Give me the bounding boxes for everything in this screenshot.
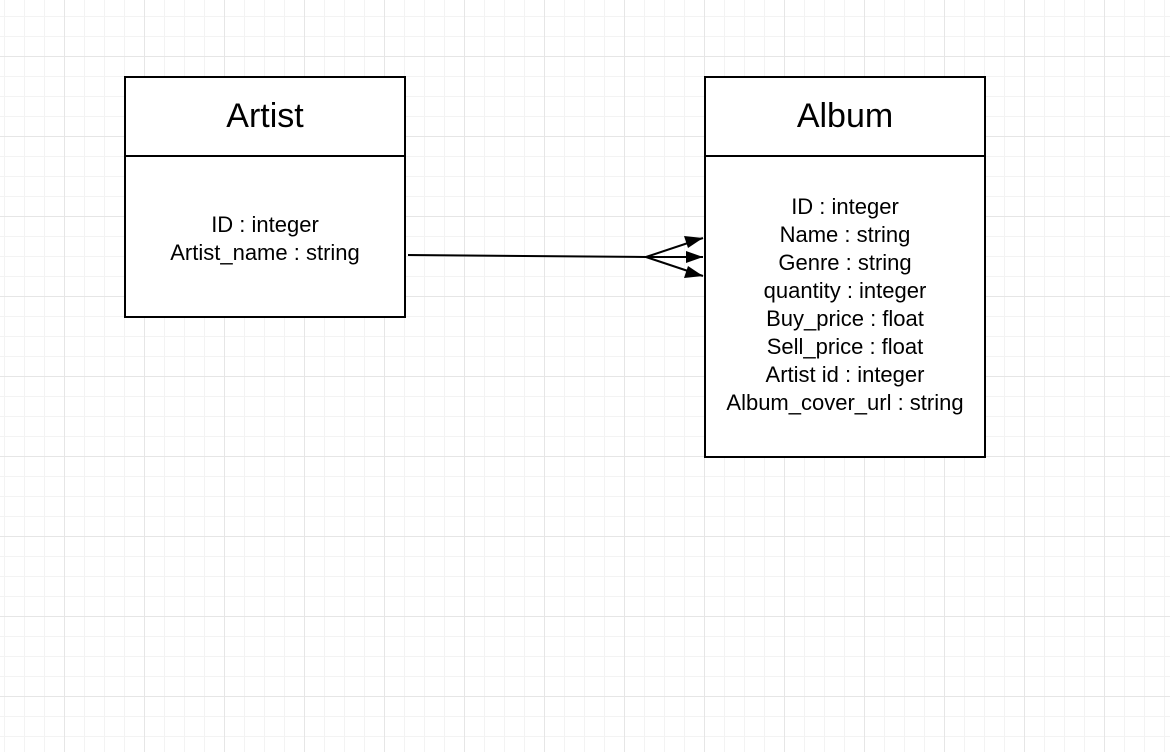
crows-foot-arrow-bottom: [645, 256, 704, 278]
album-entity-title: Album: [706, 78, 984, 157]
album-entity-attributes: ID : integer Name : string Genre : strin…: [706, 157, 984, 456]
artist-entity[interactable]: Artist ID : integer Artist_name : string: [124, 76, 406, 318]
album-attribute-artist-id: Artist id : integer: [765, 362, 925, 387]
album-attribute-id: ID : integer: [791, 194, 899, 219]
album-attribute-name: Name : string: [779, 222, 911, 247]
album-attribute-sell-price: Sell_price : float: [766, 334, 924, 359]
artist-attribute-artist-name: Artist_name : string: [170, 240, 360, 265]
album-attribute-genre: Genre : string: [778, 250, 912, 275]
crows-foot-arrow-top: [645, 236, 704, 258]
crows-foot-arrow-middle: [646, 251, 703, 263]
album-attribute-album-cover-url: Album_cover_url : string: [726, 390, 964, 415]
album-attribute-quantity: quantity : integer: [763, 278, 927, 303]
relationship-line: [407, 254, 647, 258]
artist-attribute-id: ID : integer: [211, 212, 319, 237]
artist-entity-title: Artist: [126, 78, 404, 157]
album-attribute-buy-price: Buy_price : float: [766, 306, 924, 331]
album-entity[interactable]: Album ID : integer Name : string Genre :…: [704, 76, 986, 458]
artist-entity-attributes: ID : integer Artist_name : string: [126, 157, 404, 316]
